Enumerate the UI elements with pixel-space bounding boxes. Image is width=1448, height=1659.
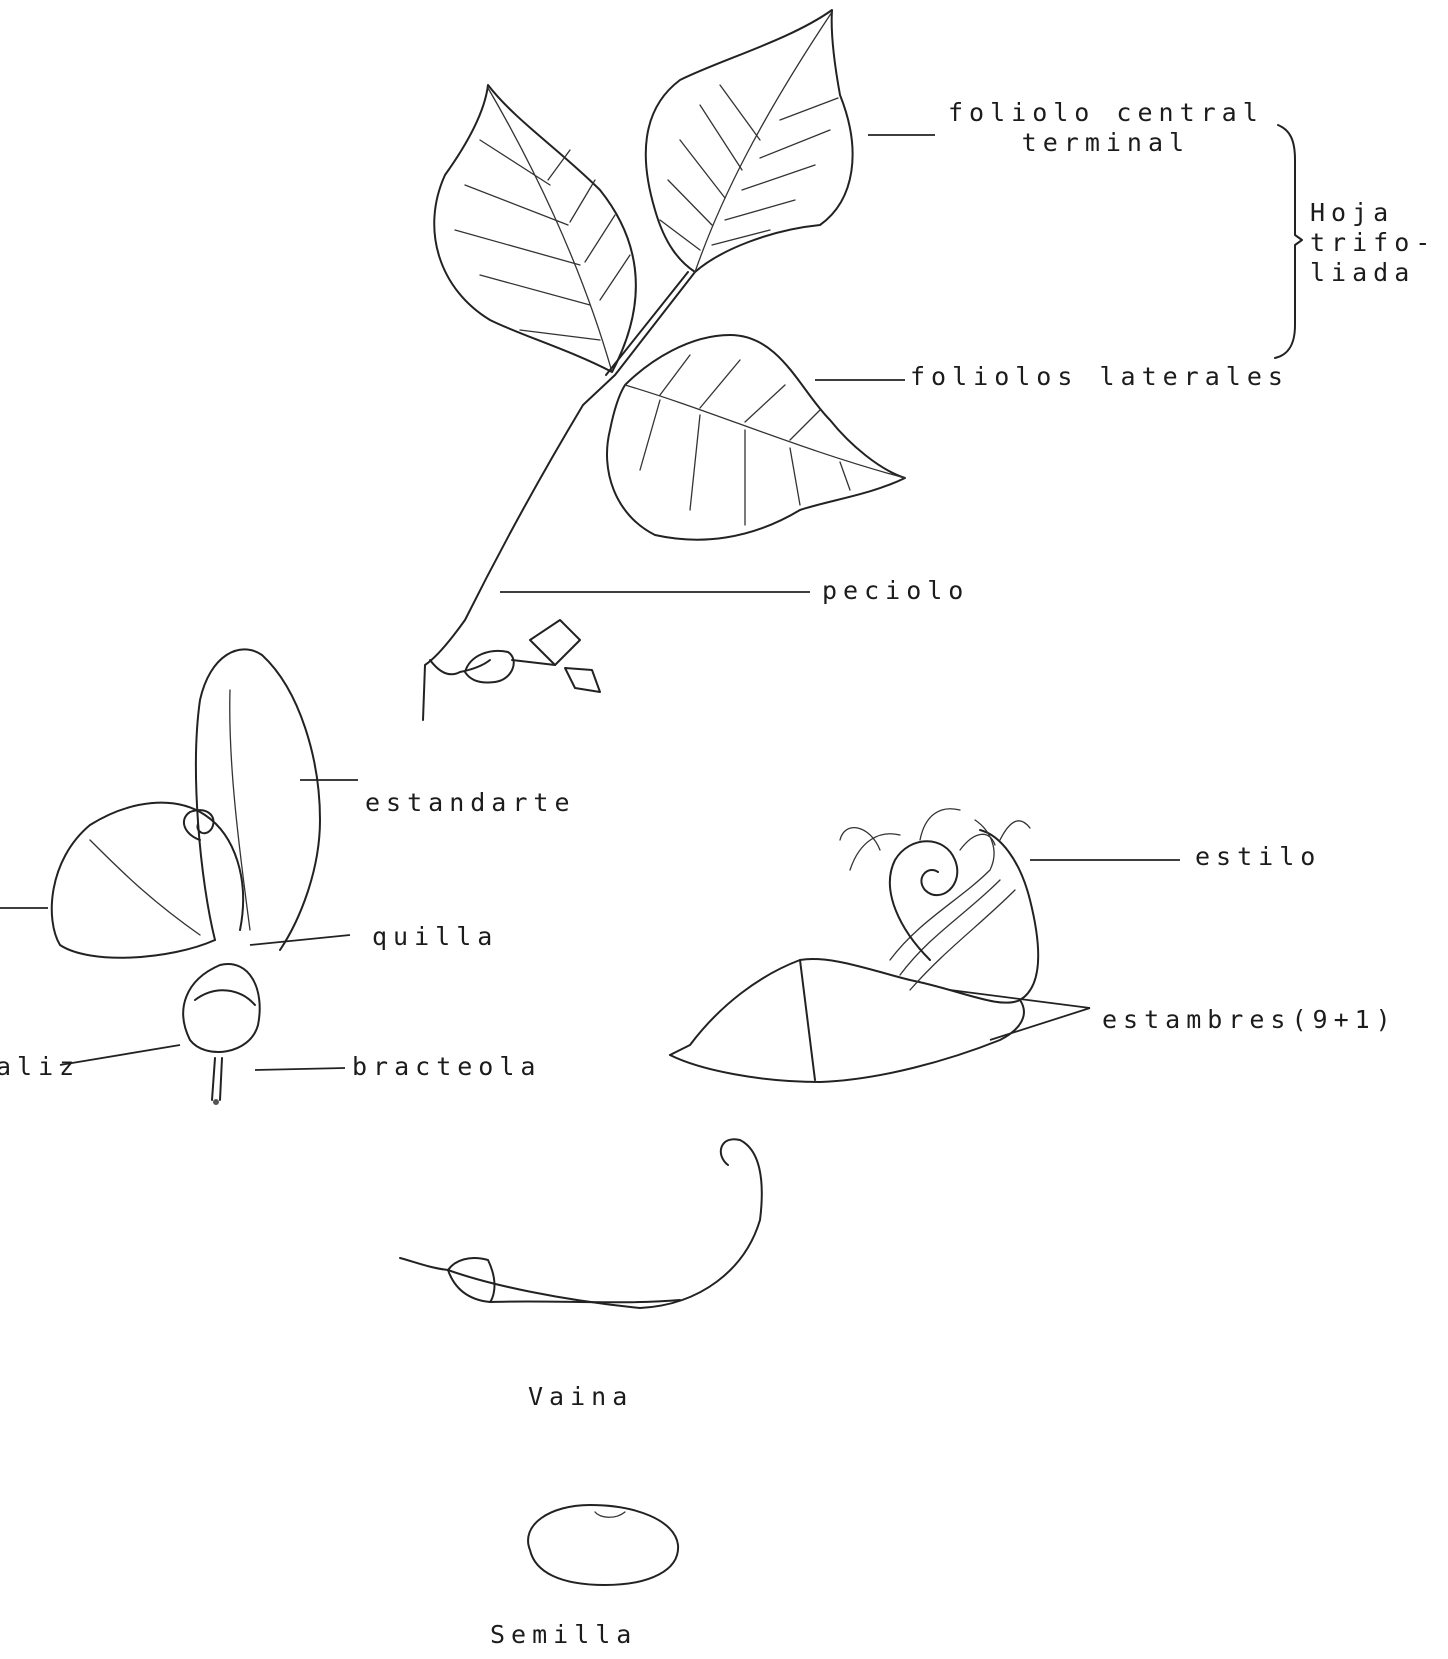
label-estilo: estilo: [1195, 842, 1321, 872]
label-estambres: estambres(9+1): [1102, 1005, 1397, 1035]
label-hoja-line2: trifo-: [1310, 228, 1436, 258]
label-hoja-line1: Hoja: [1310, 198, 1436, 228]
label-estandarte: estandarte: [365, 788, 576, 818]
label-caliz: aliz: [0, 1052, 80, 1082]
label-foliolos-laterales: foliolos laterales: [910, 362, 1289, 392]
brace-hoja-trifoliada: [1275, 125, 1302, 358]
label-hoja-line3: liada: [1310, 258, 1436, 288]
label-vaina: Vaina: [528, 1382, 633, 1412]
label-bracteola: bracteola: [352, 1052, 541, 1082]
label-quilla: quilla: [372, 922, 498, 952]
label-semilla: Semilla: [490, 1620, 637, 1650]
label-hoja-trifoliada: Hoja trifo- liada: [1310, 198, 1436, 288]
label-peciolo: peciolo: [822, 576, 969, 606]
